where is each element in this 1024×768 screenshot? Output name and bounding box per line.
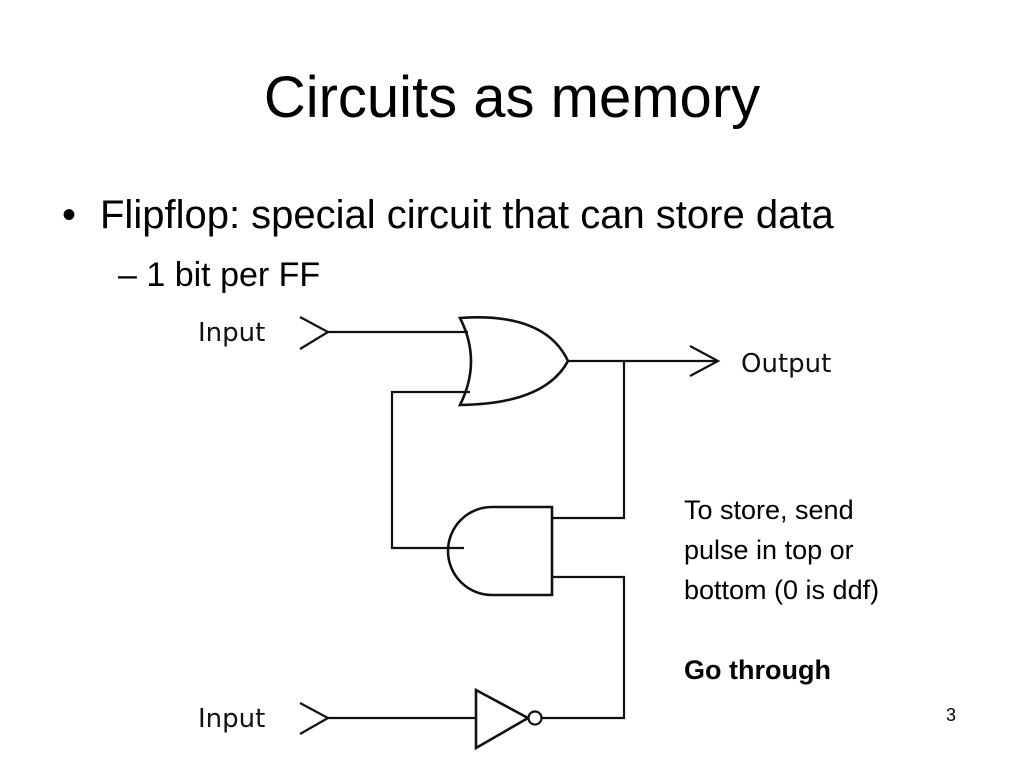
bottom-input-arrow bbox=[299, 702, 331, 735]
annotation-line-1: To store, send bbox=[684, 495, 854, 525]
bottom-input-label: Input bbox=[198, 704, 265, 734]
and-gate bbox=[446, 505, 554, 597]
bullet-marker: • bbox=[62, 193, 77, 237]
top-input-arrow bbox=[299, 316, 331, 350]
slide-title: Circuits as memory bbox=[263, 65, 761, 130]
sub-bullet-item: – 1 bit per FF bbox=[118, 256, 321, 294]
feedback-wire-output bbox=[552, 361, 626, 520]
bullet-item: • Flipflop: special circuit that can stor… bbox=[62, 190, 834, 240]
bullet-text: Flipflop: special circuit that can store… bbox=[100, 193, 834, 237]
annotation-emphasis: Go through bbox=[684, 655, 831, 685]
or-gate bbox=[457, 316, 570, 407]
not-gate-bubble bbox=[527, 710, 543, 726]
output-label: Output bbox=[741, 349, 831, 379]
not-gate bbox=[474, 687, 531, 751]
feedback-wire-and-to-or bbox=[390, 390, 470, 550]
top-input-label: Input bbox=[198, 318, 265, 348]
not-to-and-wire bbox=[542, 575, 626, 720]
output-arrow bbox=[689, 345, 721, 377]
annotation-line-3: bottom (0 is ddf) bbox=[684, 575, 880, 605]
annotation-line-2: pulse in top or bbox=[684, 535, 854, 565]
annotation-text: To store, send pulse in top or bottom (0… bbox=[684, 490, 984, 690]
page-number: 3 bbox=[946, 705, 957, 725]
